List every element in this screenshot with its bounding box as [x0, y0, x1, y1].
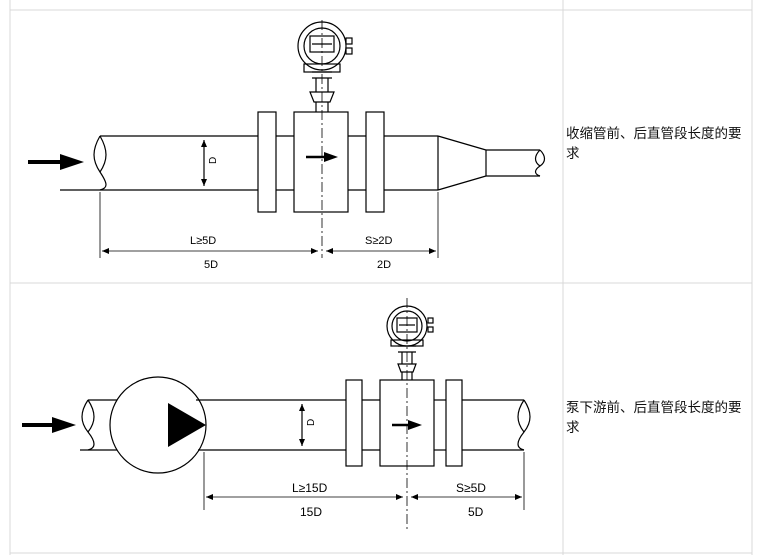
- table-grid: [9, 0, 753, 555]
- dimension-upstream-value: 15D: [300, 505, 322, 519]
- transmitter-head-icon: [386, 305, 434, 347]
- row-caption: 泵下游前、后直管段长度的要求: [566, 400, 742, 435]
- transmitter-head-icon: [297, 21, 353, 73]
- dimension-upstream-min: L≥5D: [190, 235, 216, 247]
- dimension-downstream-min: S≥5D: [456, 481, 486, 495]
- dimension-downstream-value: 2D: [377, 259, 391, 271]
- reducer-diagram: [28, 20, 546, 258]
- dimension-upstream-value: 5D: [204, 259, 218, 271]
- flow-arrow-icon: [22, 417, 76, 433]
- flow-direction-icon: [306, 152, 338, 162]
- row-caption: 收缩管前、后直管段长度的要求: [566, 126, 742, 161]
- dimension-downstream-value: 5D: [468, 505, 484, 519]
- flow-arrow-icon: [28, 154, 84, 170]
- pump-icon: [109, 376, 207, 474]
- dimension-upstream-min: L≥15D: [292, 481, 328, 495]
- dimension-downstream-min: S≥2D: [365, 235, 392, 247]
- pump-diagram: [22, 298, 531, 530]
- pipe-diameter-label: D: [306, 419, 317, 426]
- pipe-diameter-label: D: [208, 157, 219, 164]
- flow-direction-icon: [392, 420, 422, 430]
